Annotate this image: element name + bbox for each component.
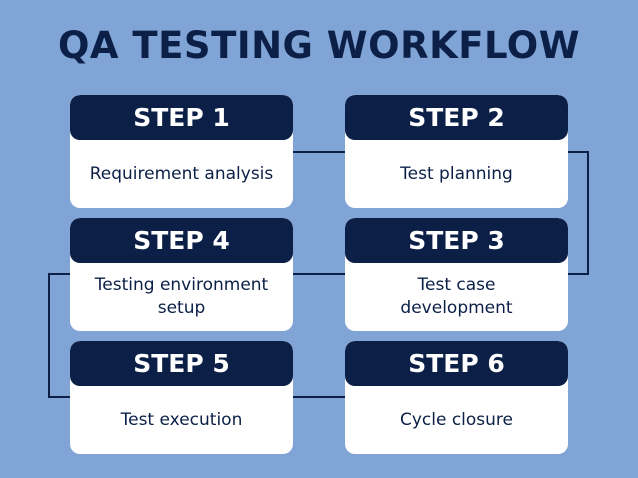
step-text: Test planning — [400, 163, 513, 184]
step-text: Test execution — [120, 409, 243, 430]
connector-4-5-bottom — [48, 396, 70, 398]
step-label: STEP 3 — [345, 218, 568, 263]
step-card-1: STEP 1 Requirement analysis — [70, 95, 293, 208]
step-card-6: STEP 6 Cycle closure — [345, 341, 568, 454]
connector-5-6 — [293, 396, 345, 398]
step-label: STEP 4 — [70, 218, 293, 263]
connector-1-2 — [293, 151, 345, 153]
step-card-4: STEP 4 Testing environment setup — [70, 218, 293, 331]
step-label: STEP 5 — [70, 341, 293, 386]
step-text: Cycle closure — [399, 409, 514, 430]
step-text: Testing environment setup — [94, 275, 269, 318]
connector-3-4 — [293, 273, 345, 275]
connector-4-5-top — [48, 273, 70, 275]
connector-2-3-top — [568, 151, 589, 153]
step-label: STEP 1 — [70, 95, 293, 140]
step-card-3: STEP 3 Test case development — [345, 218, 568, 331]
connector-2-3-bottom — [568, 273, 589, 275]
step-text: Requirement analysis — [89, 163, 274, 184]
step-label: STEP 2 — [345, 95, 568, 140]
step-card-2: STEP 2 Test planning — [345, 95, 568, 208]
connector-4-5-side — [48, 273, 50, 398]
step-card-5: STEP 5 Test execution — [70, 341, 293, 454]
connector-2-3-side — [587, 151, 589, 275]
page-title: QA TESTING WORKFLOW — [57, 24, 581, 67]
step-text: Test case development — [400, 275, 513, 318]
step-label: STEP 6 — [345, 341, 568, 386]
